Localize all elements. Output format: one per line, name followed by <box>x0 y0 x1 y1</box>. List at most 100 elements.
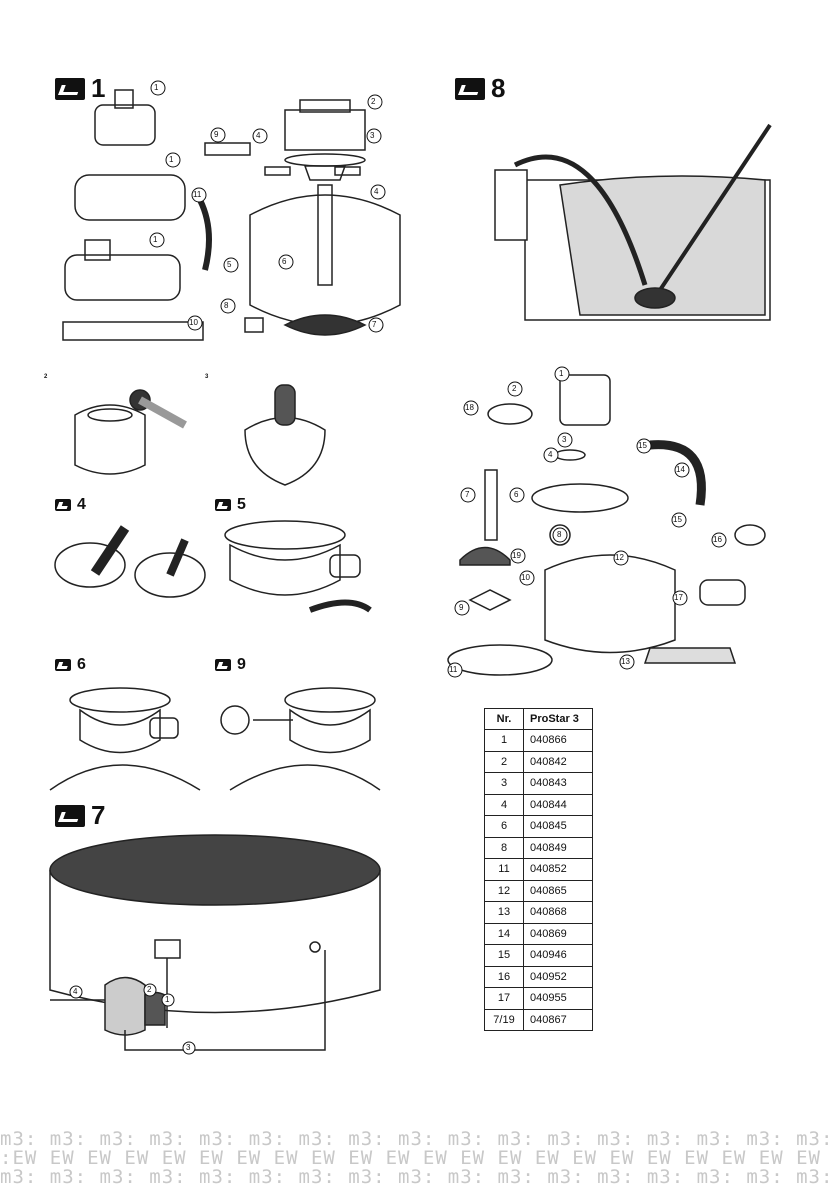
cell-article-number: 040843 <box>523 772 593 795</box>
callout-6: 6 <box>282 257 287 266</box>
callout-11: 11 <box>193 190 202 199</box>
image-icon <box>55 804 85 827</box>
cell-article-number: 040852 <box>523 858 593 881</box>
figure-4-drawing <box>54 525 206 598</box>
column-header-model: ProStar 3 <box>523 708 593 730</box>
cell-nr: 2 <box>484 750 524 773</box>
callout8-7: 7 <box>465 490 470 499</box>
figure-3-drawing <box>244 384 326 486</box>
image-icon <box>215 499 231 511</box>
cell-nr: 16 <box>484 965 524 988</box>
callout8-18: 18 <box>465 403 474 412</box>
callout-1c: 1 <box>153 235 158 244</box>
cell-article-number: 040849 <box>523 836 593 859</box>
callout8-16: 16 <box>713 535 722 544</box>
callout8-8: 8 <box>557 530 562 539</box>
footer-watermark-pattern: m3: m3: m3: m3: m3: m3: m3: m3: m3: m3: … <box>0 1130 840 1192</box>
figure-4-label: 4 <box>55 496 86 514</box>
cell-nr: 13 <box>484 901 524 924</box>
callout-9: 9 <box>214 130 219 139</box>
cell-article-number: 040865 <box>523 879 593 902</box>
callout-1b: 1 <box>169 155 174 164</box>
cell-nr: 14 <box>484 922 524 945</box>
callout8-11: 11 <box>449 665 458 674</box>
callout8-10: 10 <box>521 573 530 582</box>
cell-article-number: 040952 <box>523 965 593 988</box>
callout-2: 2 <box>371 97 376 106</box>
figure-2-label: 2 <box>44 374 48 380</box>
callout8-15a: 15 <box>638 441 647 450</box>
image-icon <box>55 499 71 511</box>
cell-article-number: 040866 <box>523 729 593 752</box>
figure-9-drawing <box>220 687 381 791</box>
image-icon <box>215 659 231 671</box>
cell-article-number: 040955 <box>523 987 593 1010</box>
cell-nr: 4 <box>484 793 524 816</box>
cell-article-number: 040868 <box>523 901 593 924</box>
callout8-14: 14 <box>676 465 685 474</box>
callout-10: 10 <box>189 318 198 327</box>
cell-nr: 15 <box>484 944 524 967</box>
callout8-3: 3 <box>562 435 567 444</box>
callout8-17: 17 <box>674 593 683 602</box>
callout-4b: 4 <box>374 187 379 196</box>
cell-article-number: 040867 <box>523 1008 593 1031</box>
callout8-15b: 15 <box>673 515 682 524</box>
cell-article-number: 040869 <box>523 922 593 945</box>
cell-nr: 3 <box>484 772 524 795</box>
cell-article-number: 040845 <box>523 815 593 838</box>
callout-4a: 4 <box>256 131 261 140</box>
image-icon <box>55 659 71 671</box>
figure-3-label: 3 <box>205 374 209 380</box>
callout8-9: 9 <box>459 603 464 612</box>
figure-5-label: 5 <box>215 496 246 514</box>
callout8-13: 13 <box>621 657 630 666</box>
table-header-row: Nr. ProStar 3 <box>484 708 593 730</box>
cell-nr: 1 <box>484 729 524 752</box>
cell-article-number: 040842 <box>523 750 593 773</box>
cell-article-number: 040844 <box>523 793 593 816</box>
figure-8-label: 8 <box>455 73 505 104</box>
figure-1-label: 1 <box>55 73 105 104</box>
figure-2-drawing <box>74 389 187 475</box>
callout-8: 8 <box>224 301 229 310</box>
cell-nr: 12 <box>484 879 524 902</box>
callout8-2: 2 <box>512 384 517 393</box>
footer-pattern-line: m3: m3: m3: m3: m3: m3: m3: m3: m3: m3: … <box>0 1130 840 1150</box>
figure-7-drawing <box>49 834 381 1051</box>
figure-6-drawing <box>49 687 201 791</box>
callout-1a: 1 <box>154 83 159 92</box>
callout8-4: 4 <box>548 450 553 459</box>
footer-pattern-line: m3: m3: m3: m3: m3: m3: m3: m3: m3: m3: … <box>0 1166 840 1188</box>
callout8-6: 6 <box>514 490 519 499</box>
callout-7: 7 <box>372 320 377 329</box>
image-icon <box>55 77 85 100</box>
column-header-nr: Nr. <box>484 708 524 730</box>
cell-nr: 6 <box>484 815 524 838</box>
cell-nr: 11 <box>484 858 524 881</box>
callout7-2: 2 <box>147 985 152 994</box>
callout-3: 3 <box>370 131 375 140</box>
callout8-1: 1 <box>559 369 564 378</box>
figure-7-label: 7 <box>55 800 105 831</box>
cell-nr: 7/19 <box>484 1008 524 1031</box>
footer-pattern-line: :EW EW EW EW EW EW EW EW EW EW EW EW EW … <box>0 1147 821 1169</box>
